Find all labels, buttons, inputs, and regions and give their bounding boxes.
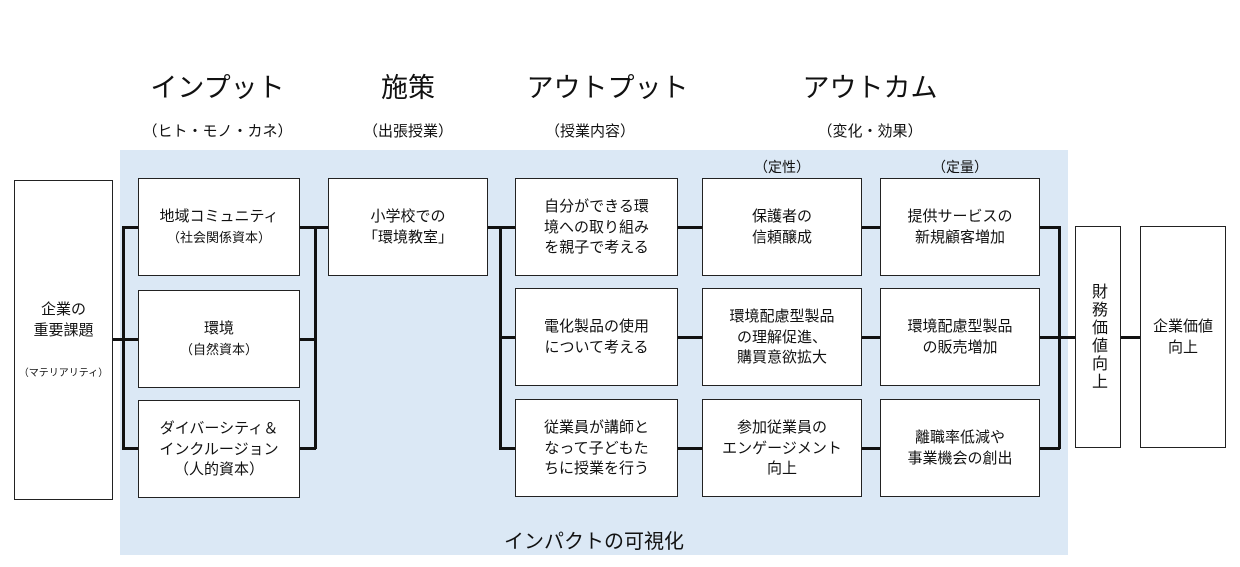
policy-line1: 小学校での xyxy=(370,207,446,226)
header-input-title: インプット xyxy=(150,73,285,104)
connector xyxy=(122,338,138,341)
connector xyxy=(300,226,316,229)
output-box-2: 電化製品の使用 について考える xyxy=(515,288,678,386)
connector xyxy=(862,447,880,450)
outcome-quantitative-box-3: 離職率低減や 事業機会の創出 xyxy=(880,399,1040,497)
corporate-value-box: 企業価値 向上 xyxy=(1140,226,1226,448)
connector xyxy=(122,226,138,229)
outcome-qualitative-box-1: 保護者の 信頼醸成 xyxy=(702,178,862,276)
outcome-quantitative-box-2: 環境配慮型製品 の販売増加 xyxy=(880,288,1040,386)
connector xyxy=(314,226,317,449)
output-line: について考える xyxy=(544,338,649,356)
materiality-note: （マテリアリティ） xyxy=(18,367,109,379)
output-line: ちに授業を行う xyxy=(543,459,649,478)
input-capital-label: （人的資本） xyxy=(173,460,264,479)
outcome-line: 環境配慮型製品 xyxy=(907,317,1013,336)
connector xyxy=(499,447,515,450)
materiality-line2: 重要課題 xyxy=(33,321,94,340)
outcome-line: 保護者の xyxy=(751,207,812,226)
outcome-line: 事業機会の創出 xyxy=(907,449,1013,467)
connector xyxy=(678,226,702,229)
outcome-line: の理解促進、 xyxy=(736,327,827,346)
output-line: 電化製品の使用 xyxy=(543,317,649,336)
output-box-3: 従業員が講師と なって子どもた ちに授業を行う xyxy=(515,399,678,497)
output-line: 境への取り組み xyxy=(543,217,649,236)
input-box-community: 地域コミュニティ （社会関係資本） xyxy=(138,178,300,276)
financial-value-label: 財務価値向上 xyxy=(1089,283,1109,391)
header-outcome-title: アウトカム xyxy=(802,73,938,104)
output-box-1: 自分ができる環 境への取り組み を親子で考える xyxy=(515,178,678,276)
connector xyxy=(122,447,138,450)
connector xyxy=(1040,447,1060,450)
outcome-line: 環境配慮型製品 xyxy=(729,306,835,325)
outcome-line: 参加従業員の xyxy=(736,417,827,436)
connector xyxy=(1058,226,1061,449)
connector xyxy=(1040,226,1060,229)
outcome-line: エンゲージメント xyxy=(722,438,842,457)
header-qualitative: （定性） xyxy=(754,160,810,176)
connector xyxy=(300,338,316,341)
outcome-line: 向上 xyxy=(766,459,797,478)
outcome-line: 購買意欲拡大 xyxy=(736,348,827,367)
input-label: ダイバーシティ＆ xyxy=(159,418,279,437)
connector xyxy=(499,226,515,229)
policy-line2: 「環境教室」 xyxy=(362,228,453,246)
header-output-sub: （授業内容） xyxy=(544,122,635,140)
input-box-diversity: ダイバーシティ＆ インクルージョン （人的資本） xyxy=(138,400,300,498)
header-quantitative: （定量） xyxy=(932,160,988,176)
input-box-environment: 環境 （自然資本） xyxy=(138,290,300,388)
connector xyxy=(678,336,702,339)
connector xyxy=(1121,336,1140,339)
header-policy-sub: （出張授業） xyxy=(362,122,453,140)
output-line: なって子どもた xyxy=(544,438,649,457)
input-capital-label: （社会関係資本） xyxy=(166,231,271,247)
input-capital-label: （自然資本） xyxy=(179,343,258,359)
header-output-title: アウトプット xyxy=(526,73,689,104)
outcome-line: 信頼醸成 xyxy=(751,228,812,246)
connector xyxy=(499,336,515,339)
corporate-value-line1: 企業価値 xyxy=(1152,317,1213,336)
policy-box: 小学校での 「環境教室」 xyxy=(328,178,488,276)
output-line: 自分ができる環 xyxy=(544,196,649,215)
financial-value-box: 財務価値向上 xyxy=(1075,226,1121,448)
outcome-line: 新規顧客増加 xyxy=(914,228,1005,246)
output-line: 従業員が講師と xyxy=(543,417,649,436)
connector xyxy=(862,226,880,229)
header-input-sub: （ヒト・モノ・カネ） xyxy=(142,122,293,140)
outcome-line: 提供サービスの xyxy=(907,207,1013,226)
connector xyxy=(488,226,501,229)
connector xyxy=(678,447,702,450)
outcome-line: の販売増加 xyxy=(922,338,998,356)
connector xyxy=(314,226,328,229)
header-outcome-sub: （変化・効果） xyxy=(817,122,923,140)
connector xyxy=(122,226,125,449)
input-label: 地域コミュニティ xyxy=(159,206,279,225)
materiality-line1: 企業の xyxy=(40,300,86,319)
materiality-box: 企業の 重要課題 （マテリアリティ） xyxy=(14,180,113,500)
corporate-value-line2: 向上 xyxy=(1167,338,1198,356)
connector xyxy=(112,338,124,341)
outcome-qualitative-box-3: 参加従業員の エンゲージメント 向上 xyxy=(702,399,862,497)
input-label: インクルージョン xyxy=(159,439,279,458)
input-label: 環境 xyxy=(203,318,234,337)
connector xyxy=(300,447,316,450)
connector xyxy=(1040,336,1075,339)
outcome-quantitative-box-1: 提供サービスの 新規顧客増加 xyxy=(880,178,1040,276)
outcome-line: 離職率低減や xyxy=(914,428,1005,447)
outcome-qualitative-box-2: 環境配慮型製品 の理解促進、 購買意欲拡大 xyxy=(702,288,862,386)
header-policy-title: 施策 xyxy=(381,73,435,104)
output-line: を親子で考える xyxy=(544,238,649,257)
impact-visualization-label: インパクトの可視化 xyxy=(504,529,684,553)
connector xyxy=(862,336,880,339)
